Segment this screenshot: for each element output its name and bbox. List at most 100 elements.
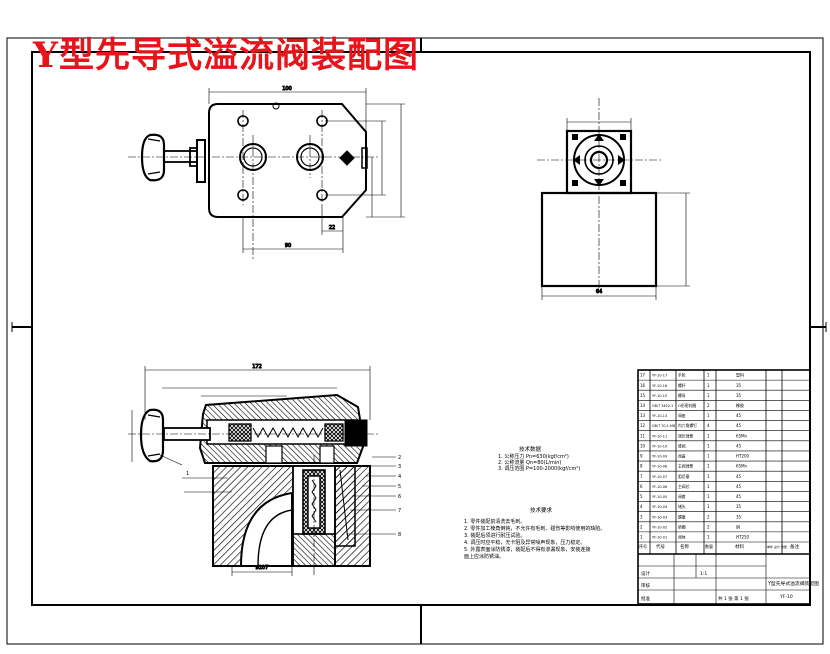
side-view: 64 bbox=[537, 98, 690, 300]
parts-cell-code: YF-10-16 bbox=[652, 384, 667, 388]
parts-cell-name: 阀体 bbox=[678, 535, 686, 540]
parts-cell-name: 阀套 bbox=[678, 494, 686, 499]
parts-cell-code: YF-10-07 bbox=[652, 475, 667, 479]
parts-cell-code: YF-10-06 bbox=[652, 485, 667, 489]
parts-cell-no: 16 bbox=[640, 383, 646, 388]
parts-cell-name: 调压弹簧 bbox=[678, 433, 693, 438]
parts-cell-no: 1 bbox=[640, 535, 643, 540]
parts-cell-code: YF-10-04 bbox=[652, 505, 667, 509]
parts-cell-name: 阀盖 bbox=[678, 454, 686, 459]
tech-req-line: 1. 零件装配前清洗去毛刺。 bbox=[464, 518, 525, 525]
parts-cell-name: 阻尼塞 bbox=[678, 474, 690, 479]
svg-text:2: 2 bbox=[398, 455, 401, 461]
parts-cell-mat: 橡胶 bbox=[736, 402, 744, 408]
parts-cell-name: 垫圈 bbox=[678, 524, 686, 529]
scale-value: 1:1 bbox=[700, 571, 707, 577]
parts-cell-qty: 1 bbox=[707, 443, 710, 448]
header-name: 名称 bbox=[680, 543, 689, 550]
drawing-title: Y型先导式溢流阀装配图 bbox=[33, 35, 419, 76]
parts-cell-name: O形密封圈 bbox=[678, 403, 696, 408]
drawing-number: YF-10 bbox=[779, 594, 793, 600]
parts-cell-no: 12 bbox=[640, 423, 646, 428]
approver-label: 批准 bbox=[641, 595, 650, 602]
parts-cell-code: YF-10-11 bbox=[652, 434, 667, 438]
parts-cell-mat: HT200 bbox=[736, 454, 750, 459]
title-block: 设计 审核 批准 1:1 共 1 张 第 1 张 Y型先导式溢流阀装配图 YF-… bbox=[638, 554, 819, 604]
parts-cell-code: YF-10-02 bbox=[652, 525, 667, 529]
header-weight: 单件 总计 重量 bbox=[767, 544, 787, 549]
parts-cell-mat: 35 bbox=[736, 514, 742, 519]
parts-cell-mat: 35 bbox=[736, 383, 742, 388]
parts-cell-qty: 2 bbox=[707, 403, 710, 408]
parts-cell-no: 8 bbox=[640, 464, 643, 469]
front-view: 100 90 22 bbox=[128, 86, 405, 260]
parts-cell-code: YF-10-03 bbox=[652, 515, 667, 519]
parts-cell-qty: 1 bbox=[707, 535, 710, 540]
tech-req-line: 4. 调压时应平稳，无卡阻及异常噪声现象，压力稳定。 bbox=[464, 539, 585, 546]
parts-cell-mat: 45 bbox=[736, 423, 742, 428]
header-note: 备注 bbox=[790, 543, 799, 550]
tech-req-line: 3. 装配后须进行耐压试验。 bbox=[464, 532, 525, 539]
parts-cell-qty: 1 bbox=[707, 383, 710, 388]
parts-cell-name: 阀座 bbox=[678, 413, 686, 418]
parts-cell-qty: 1 bbox=[707, 494, 710, 499]
parts-cell-mat: 45 bbox=[736, 494, 742, 499]
svg-text:3: 3 bbox=[398, 464, 401, 470]
parts-cell-code: YF-10-05 bbox=[652, 495, 667, 499]
parts-cell-mat: HT250 bbox=[736, 535, 750, 540]
parts-cell-code: YF-10-17 bbox=[652, 374, 667, 378]
parts-cell-qty: 4 bbox=[707, 423, 710, 428]
tech-requirements-block: 技术要求 1. 零件装配前清洗去毛刺。 2. 零件加工棱角倒钝，不允许有毛刺、碰… bbox=[464, 506, 605, 560]
parts-cell-qty: 1 bbox=[707, 393, 710, 398]
parts-cell-no: 17 bbox=[640, 373, 646, 378]
parts-cell-no: 5 bbox=[640, 494, 643, 499]
tech-req-heading: 技术要求 bbox=[530, 506, 553, 514]
parts-cell-mat: 45 bbox=[736, 443, 742, 448]
parts-cell-mat: 45 bbox=[736, 413, 742, 418]
parts-cell-qty: 1 bbox=[707, 484, 710, 489]
svg-text:90: 90 bbox=[285, 243, 291, 249]
tech-data-line: 2. 公称流量 Qn=80(L/min) bbox=[498, 459, 561, 466]
parts-cell-name: 螺塞 bbox=[678, 514, 686, 519]
tech-req-line: 2. 零件加工棱角倒钝，不允许有毛刺、碰伤等影响使用的缺陷。 bbox=[464, 525, 605, 532]
parts-list bbox=[637, 369, 811, 605]
designer-label: 设计 bbox=[641, 570, 650, 577]
parts-cell-no: 4 bbox=[640, 504, 643, 509]
svg-text:ø107: ø107 bbox=[256, 565, 269, 571]
parts-cell-code: GB/T 3452.1 bbox=[652, 404, 673, 408]
drawing-name: Y型先导式溢流阀装配图 bbox=[767, 580, 819, 587]
outer-sheet-border bbox=[6, 37, 824, 645]
parts-cell-mat: 45 bbox=[736, 484, 742, 489]
parts-list-header: 序号 代号 名称 数量 材料 单件 总计 重量 备注 bbox=[639, 543, 799, 550]
svg-text:8: 8 bbox=[398, 532, 401, 538]
parts-cell-name: 手轮 bbox=[678, 373, 686, 378]
parts-cell-qty: 1 bbox=[707, 464, 710, 469]
parts-cell-qty: 1 bbox=[707, 454, 710, 459]
parts-cell-name: 锥阀 bbox=[678, 443, 686, 448]
parts-cell-code: YF-10-10 bbox=[652, 444, 667, 448]
parts-cell-no: 11 bbox=[640, 433, 646, 438]
svg-text:100: 100 bbox=[282, 86, 292, 92]
parts-cell-name: 堵头 bbox=[678, 504, 686, 509]
parts-cell-no: 9 bbox=[640, 454, 643, 459]
header-qty: 数量 bbox=[705, 543, 713, 549]
checker-label: 审核 bbox=[641, 582, 650, 589]
parts-cell-code: YF-10-13 bbox=[652, 414, 667, 418]
parts-cell-no: 13 bbox=[640, 413, 646, 418]
parts-cell-name: 螺杆 bbox=[678, 383, 686, 388]
svg-text:22: 22 bbox=[329, 225, 335, 231]
parts-cell-qty: 1 bbox=[707, 504, 710, 509]
parts-cell-no: 3 bbox=[640, 514, 643, 519]
sheet-count: 共 1 张 第 1 张 bbox=[718, 595, 749, 602]
parts-cell-code: YF-10-01 bbox=[652, 536, 667, 540]
parts-cell-mat: 65Mn bbox=[736, 464, 748, 469]
tech-req-line: 5. 外露表面涂防锈漆，装配后不得有渗漏现象，安装连接 bbox=[464, 546, 590, 553]
header-code: 代号 bbox=[656, 543, 665, 550]
svg-text:4: 4 bbox=[398, 474, 401, 480]
parts-cell-code: GB/T 70.1-M8 bbox=[652, 424, 675, 428]
svg-text:64: 64 bbox=[596, 289, 602, 295]
parts-cell-mat: 铜 bbox=[736, 523, 740, 529]
parts-cell-no: 6 bbox=[640, 484, 643, 489]
